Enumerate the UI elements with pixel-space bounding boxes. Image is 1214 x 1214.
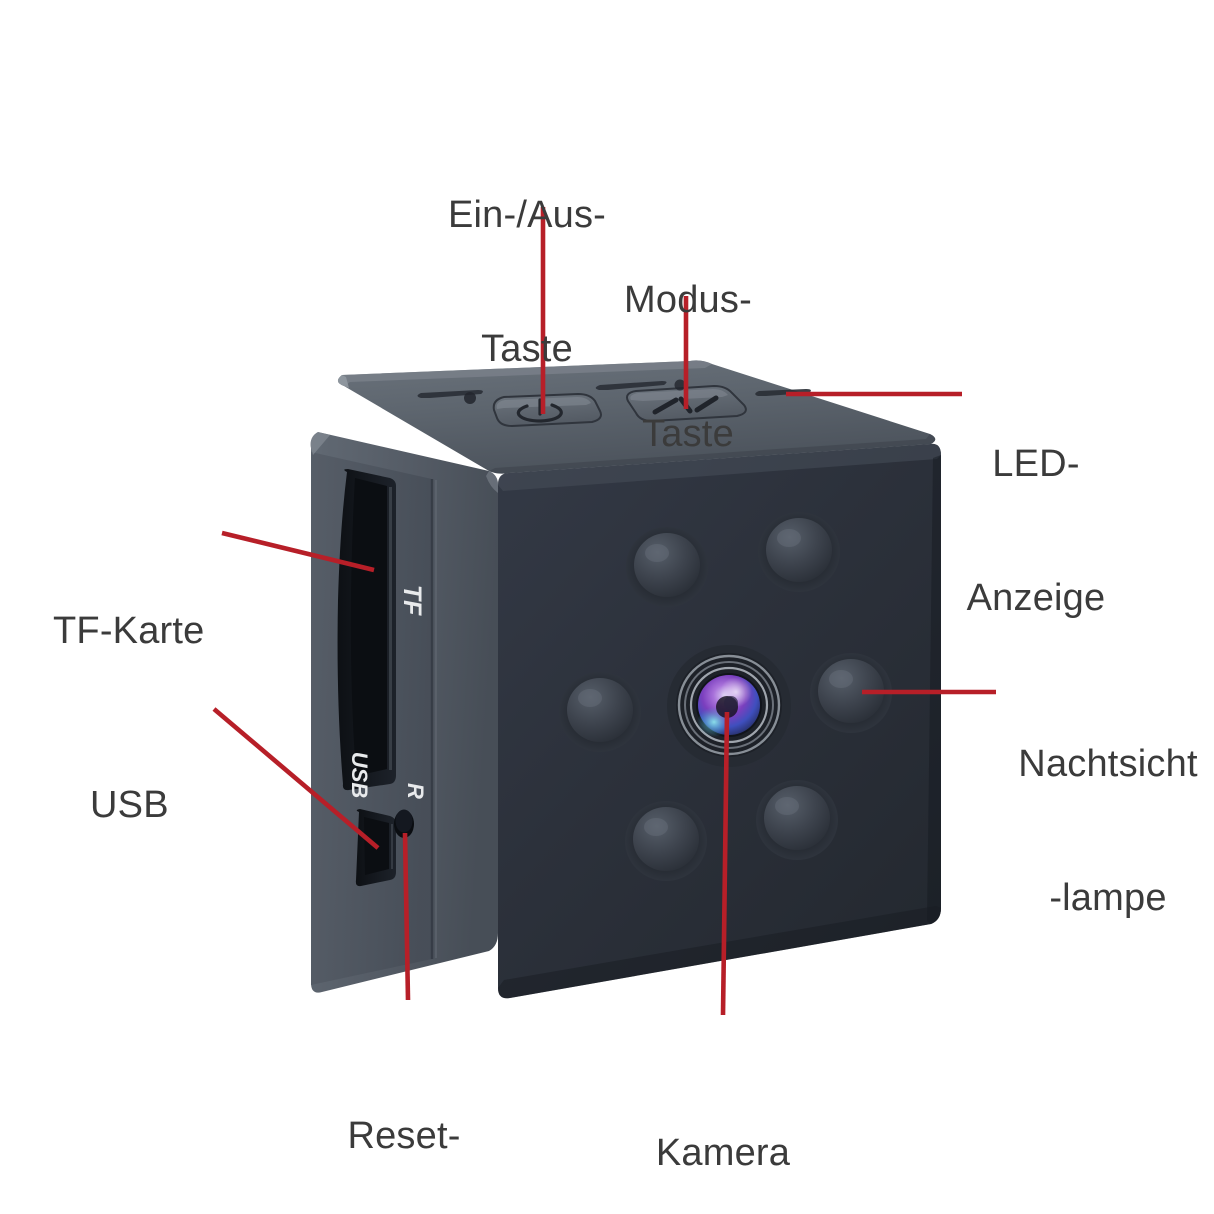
ir-led-top-right <box>758 512 840 592</box>
top-vent-slot-right <box>595 381 667 390</box>
ir-led-middle-right <box>810 653 892 733</box>
svg-text:USB: USB <box>347 752 372 799</box>
leader-reset-button <box>402 832 411 1001</box>
callout-label-camera-lens: Kamera <box>655 1131 791 1174</box>
callout-label-led-indicator: LED- Anzeige <box>966 442 1106 620</box>
usb-port-marking: USB <box>347 752 372 799</box>
camera-cube-body: TF USB R <box>310 360 941 999</box>
callout-label-mode-button: Modus- Taste <box>624 278 752 456</box>
top-vent-slot-left <box>417 390 483 398</box>
reset-hole-marking: R <box>403 783 428 799</box>
callout-label-tf-card: TF-Karte <box>53 609 205 652</box>
power-icon <box>516 398 563 423</box>
svg-text:R: R <box>403 783 428 799</box>
tf-slot-marking: TF <box>398 585 426 616</box>
ir-led-middle-left <box>559 672 641 752</box>
leader-lines <box>212 207 996 1016</box>
microphone-hole <box>464 392 476 404</box>
callout-label-power-button: Ein-/Aus- Taste <box>447 193 607 371</box>
leader-tf-card <box>221 530 375 573</box>
led-indicator-slot <box>755 389 811 396</box>
secondary-microphone-hole <box>674 379 686 391</box>
callout-label-reset-button: Reset- Knopf <box>347 1114 461 1157</box>
ir-led-bottom-left <box>625 801 707 881</box>
ir-led-array <box>559 512 892 881</box>
camera-lens <box>667 645 791 767</box>
ir-led-bottom-right <box>756 780 838 860</box>
tf-card-slot[interactable] <box>337 469 396 791</box>
leader-camera-lens <box>720 711 730 1016</box>
callout-label-night-vision-lamp: Nachtsicht -lampe <box>1018 742 1198 920</box>
ir-led-top-left <box>626 527 708 607</box>
cube-top-face <box>337 360 936 474</box>
leader-usb <box>212 707 380 850</box>
reset-hole[interactable] <box>394 809 414 839</box>
callout-label-usb: USB <box>90 783 169 826</box>
svg-text:TF: TF <box>398 585 426 616</box>
